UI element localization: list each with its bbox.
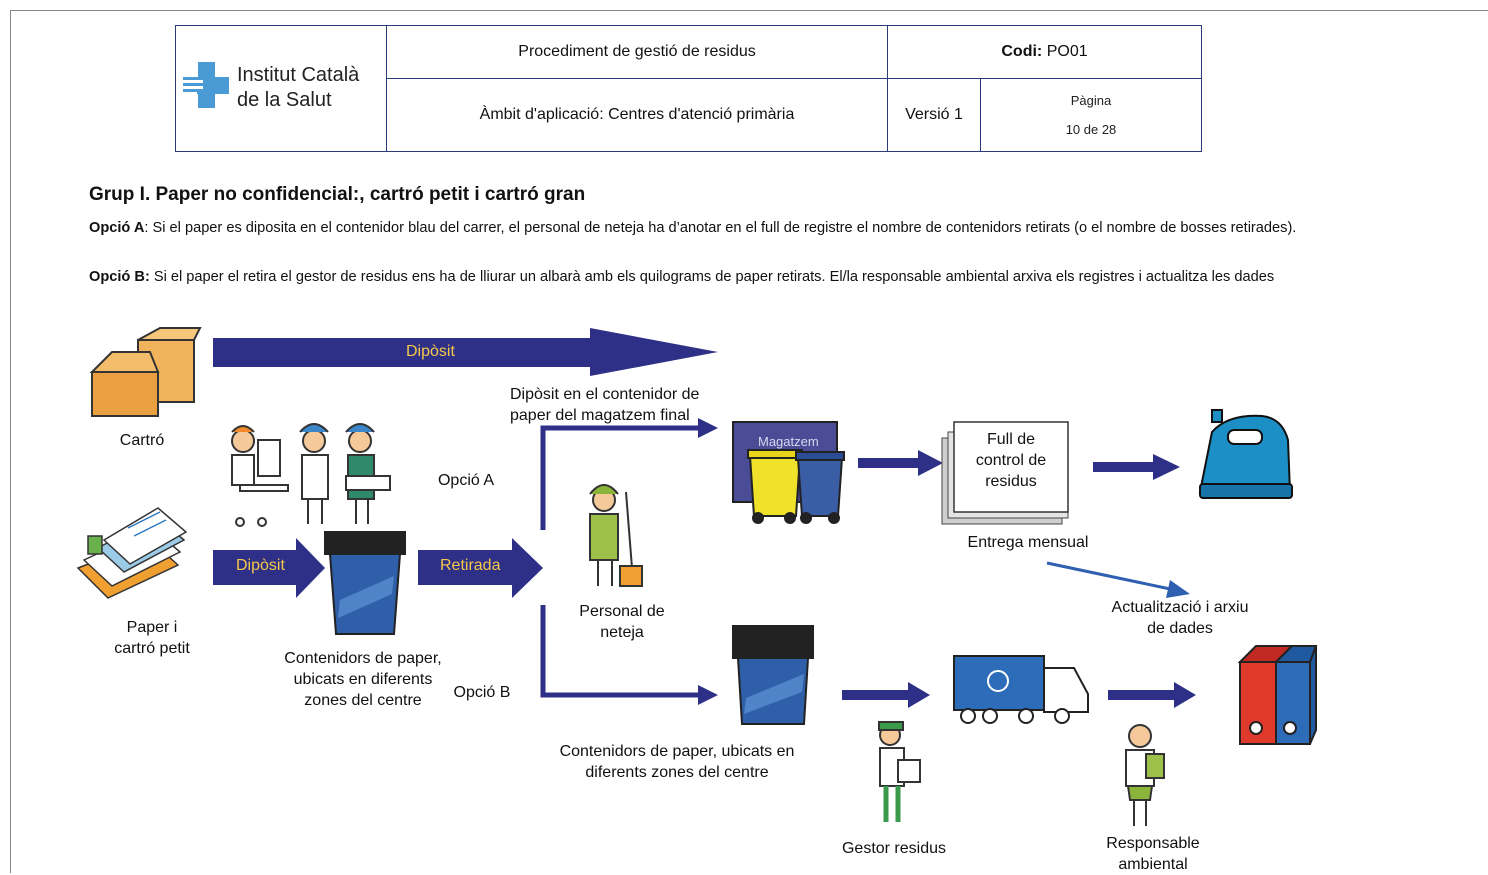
containers-line-1: Contenidors de paper, [284,650,442,667]
containers-line-3: zones del centre [304,692,422,709]
option-a-text: : Si el paper es diposita en el contenid… [144,220,1297,236]
street-container-icon [1198,409,1293,499]
waste-manager-icon [878,721,921,822]
scope-text: Àmbit d'aplicació: Centres d'atenció pri… [386,78,888,152]
branch-a-arrowhead [698,418,718,438]
option-b-label-diagram: Opció B [453,684,511,701]
paper-small-line-2: cartró petit [114,640,190,657]
containers-line-2: ubicats en diferents [293,671,433,688]
logo-cell: Institut Català de la Salut [175,25,387,152]
update-arrowhead [1166,580,1190,598]
monthly-delivery-label: Entrega mensual [967,534,1089,551]
containers-b-line-1: Contenidors de paper, ubicats en [559,743,795,760]
sheet-line-1: Full de [986,431,1036,448]
containers-b-line-2: diferents zones del centre [585,764,769,781]
page-border-top [10,10,1488,11]
waste-manager-label: Gestor residus [841,840,947,857]
section-title: Grup I. Paper no confidencial:, cartró p… [89,184,586,205]
sheet-line-3: residus [985,473,1037,490]
warehouse-icon [732,421,845,524]
retirada-label: Retirada [440,557,501,574]
paper-bin-b-icon [732,625,814,725]
branch-connector [540,425,700,698]
carton-label: Cartró [119,432,165,449]
warehouse-label: Magatzem [758,434,819,449]
page-number: 10 de 28 [1065,122,1117,137]
sheet-line-2: control de [975,452,1047,469]
org-name: Institut Català de la Salut [237,63,359,113]
org-line-1: Institut Català [237,64,360,86]
option-b-paragraph: Opció B: Si el paper el retira el gestor… [89,267,1409,287]
paper-stack-icon [76,507,188,599]
option-a-label: Opció A [89,220,145,236]
page-cell: Pàgina 10 de 28 [980,78,1202,152]
cleaning-line-1: Personal de [579,603,665,620]
branch-b-arrowhead [698,685,718,705]
paper-small-line-1: Paper i [126,619,178,636]
containers-label: Contenidors de paper, ubicats en diferen… [268,648,458,711]
recycling-truck-icon [953,655,1089,724]
page-label: Pàgina [1070,93,1112,108]
code-label: Codi: [1001,43,1043,60]
resp-line-1: Responsable [1106,835,1200,852]
update-arrow-line [1046,561,1176,592]
version-text: Versió 1 [887,78,981,152]
deposit-note-line-2: paper del magatzem final [510,407,690,424]
paper-bin-icon [324,531,406,635]
option-a-paragraph: Opció A: Si el paper es diposita en el c… [89,218,1409,238]
option-b-text: Si el paper el retira el gestor de resid… [149,269,1275,285]
small-arrows [842,450,1196,708]
deposit-note: Dipòsit en el contenidor de paper del ma… [510,384,734,426]
deposit-label: Dipòsit [236,557,285,574]
control-sheet-icon [941,421,1069,525]
deposit-top-arrow [213,328,718,376]
retirada-arrow [418,538,543,598]
containers-b-label: Contenidors de paper, ubicats en diferen… [540,741,814,783]
cleaning-person-icon [589,484,643,587]
deposit-top-label: Dipòsit [406,343,455,360]
carton-boxes-icon [89,327,202,417]
ics-cross-logo-icon [183,62,229,108]
resp-line-2: ambiental [1118,856,1188,873]
office-staff-icon [231,423,391,527]
update-line-2: de dades [1147,620,1213,637]
update-archive-label: Actualització i arxiu de dades [1096,597,1264,639]
update-line-1: Actualització i arxiu [1111,599,1249,616]
document-header: Institut Català de la Salut Procediment … [175,25,1202,152]
control-sheet-label: Full de control de residus [954,429,1068,492]
cleaning-line-2: neteja [600,624,644,641]
environmental-manager-icon [1125,724,1165,826]
archive-binders-icon [1237,645,1318,745]
environmental-manager-label: Responsable ambiental [1094,833,1212,875]
paper-small-label: Paper i cartró petit [98,617,206,659]
deposit-note-line-1: Dipòsit en el contenidor de [510,386,700,403]
option-a-label-diagram: Opció A [437,472,495,489]
org-line-2: de la Salut [237,89,332,111]
option-b-label: Opció B: [89,269,150,285]
deposit-arrow [213,538,325,598]
code-cell: Codi: PO01 [887,25,1202,79]
code-value: PO01 [1046,43,1088,60]
page-border-left [10,10,11,873]
cleaning-staff-label: Personal de neteja [568,601,676,643]
